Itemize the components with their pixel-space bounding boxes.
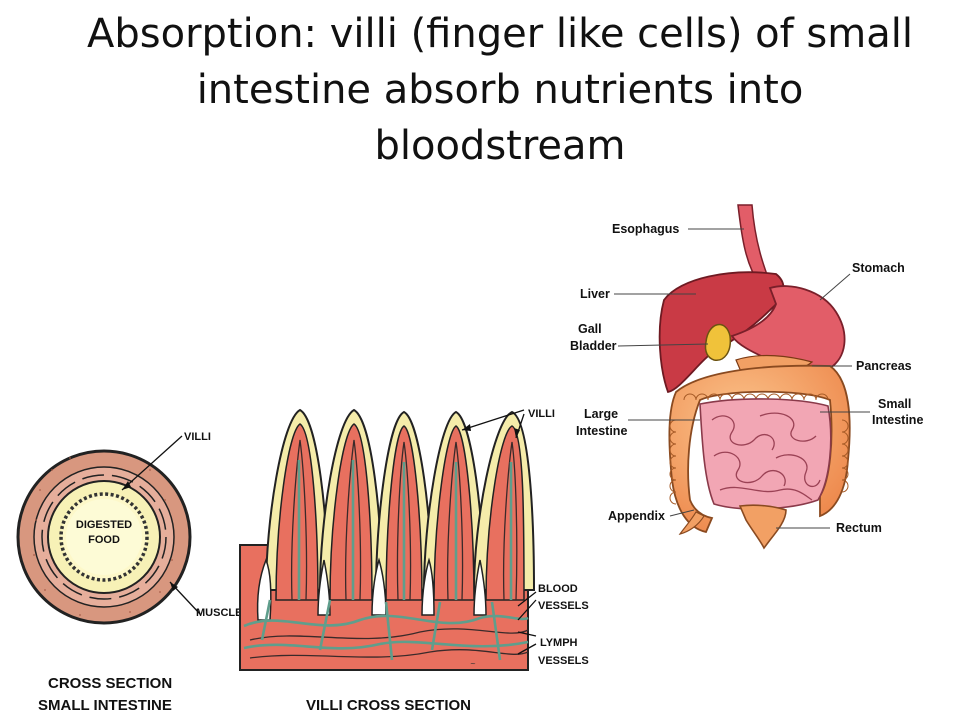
small-intestine-coils [711,412,821,501]
esophagus-label: Esophagus [612,222,679,236]
large-intestine-label-2: Intestine [576,424,627,438]
villi-crypts [256,557,487,621]
muscle-speckles [33,457,173,616]
villi-label-top: VILLI [528,408,555,420]
blood-vessels-label-1: BLOOD [538,583,578,595]
large-intestine-label-1: Large [584,407,618,421]
cross-section-caption-2: SMALL INTESTINE [38,697,172,714]
title-line-3: bloodstream [374,123,626,169]
lymph-vessels-label-2: VESSELS [538,655,589,667]
muscle-label: MUSCLE [196,607,242,619]
digested-food-area [66,499,142,575]
villi-pointer-line [121,435,183,491]
liver-label: Liver [580,287,610,301]
title-line-2: intestine absorb nutrients into [196,67,804,113]
villi-cross-section: ~ VILLI BLOOD VESSELS LYMPH VESSELS VILL… [239,408,589,714]
artist-signature: ~ [470,660,476,668]
small-intestine-label-1: Small [878,397,911,411]
intestine-cross-section: DIGESTED FOOD VILLI MUSCLE CROSS SECTION… [16,431,242,714]
stomach-label: Stomach [852,261,905,275]
gall-bladder-label-2: Bladder [570,339,617,353]
small-intestine-label-2: Intestine [872,413,923,427]
digested-food-label-1: DIGESTED [76,519,132,531]
small-intestine-shape [699,398,832,510]
gall-bladder-label-1: Gall [578,322,602,336]
digestive-system: Esophagus Stomach Liver Gall Bladder Pan… [570,204,923,550]
lymph-vessels-label-1: LYMPH [540,637,578,649]
rectum-shape [738,504,787,550]
appendix-shape [678,511,705,535]
blood-vessels-label-2: VESSELS [538,600,589,612]
appendix-label: Appendix [608,509,665,523]
gall-bladder-shape [704,323,732,361]
title-line-1: Absorption: villi (finger like cells) of… [87,11,913,57]
slide-title: Absorption: villi (finger like cells) of… [40,6,960,174]
organ-leader-lines [614,228,870,529]
dashed-layer [41,474,167,600]
villi-arrow-1 [461,409,525,431]
blood-vessel-network [249,439,529,659]
pancreas-label: Pancreas [856,359,912,373]
villi-label-left: VILLI [184,431,211,443]
rectum-label: Rectum [836,521,882,535]
lymph-vessel-network [243,460,529,661]
villi-caption: VILLI CROSS SECTION [306,697,471,714]
cross-section-caption-1: CROSS SECTION [48,675,172,692]
digested-food-label-2: FOOD [88,534,120,546]
